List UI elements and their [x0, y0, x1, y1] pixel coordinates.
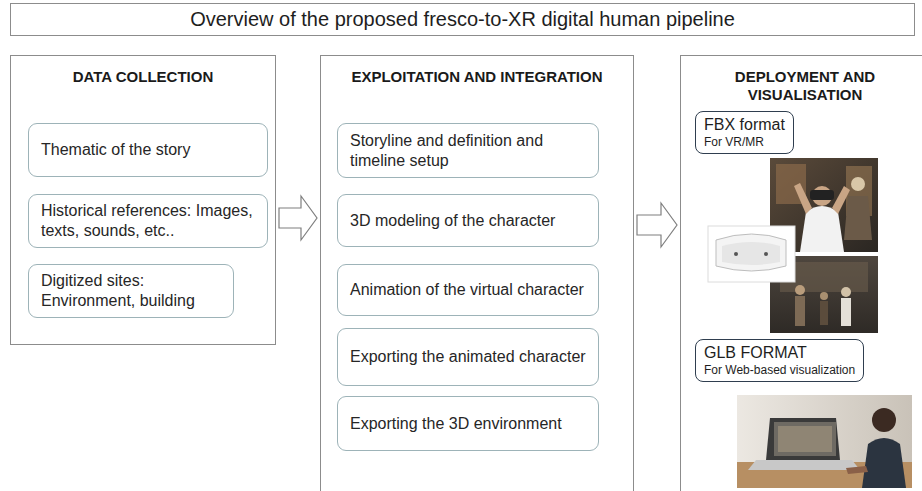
- diagram-title: Overview of the proposed fresco-to-XR di…: [190, 8, 735, 31]
- format-name: GLB FORMAT: [704, 343, 855, 363]
- laptop-photo-part: [872, 408, 896, 432]
- flow-arrow: [637, 203, 677, 247]
- vr-headset-part: [708, 226, 795, 282]
- gallery-photo-part: [841, 298, 851, 326]
- step-label: Historical references: Images, texts, so…: [41, 201, 255, 241]
- stage-panel: DEPLOYMENT AND VISUALISATIONFBX formatFo…: [680, 55, 922, 491]
- stage-heading: EXPLOITATION AND INTEGRATION: [327, 68, 627, 86]
- step-label: Thematic of the story: [41, 140, 255, 160]
- title-box: Overview of the proposed fresco-to-XR di…: [10, 3, 915, 36]
- step-box: Historical references: Images, texts, so…: [28, 194, 268, 248]
- step-label: Storyline and definition and timeline se…: [350, 131, 586, 171]
- vr-headset-part: [716, 234, 786, 271]
- stage-heading: DEPLOYMENT AND VISUALISATION: [687, 68, 922, 104]
- laptop-photo-part: [737, 395, 912, 488]
- format-note: For Web-based visualization: [704, 363, 855, 378]
- vr-headset-part: [722, 242, 780, 265]
- vr-photo-part: [844, 196, 872, 240]
- step-box: Animation of the virtual character: [337, 264, 599, 316]
- step-label: Digitized sites: Environment, building: [41, 271, 221, 311]
- step-label: 3D modeling of the character: [350, 211, 586, 231]
- laptop-photo-part: [846, 466, 868, 474]
- step-box: Storyline and definition and timeline se…: [337, 123, 599, 178]
- stage-panel: DATA COLLECTION Thematic of the storyHist…: [10, 55, 276, 345]
- stage-panel: EXPLOITATION AND INTEGRATION Storyline an…: [320, 55, 634, 491]
- vr-headset: [708, 226, 795, 282]
- vr-photo-part: [832, 186, 850, 214]
- laptop-photo: [737, 395, 912, 488]
- step-label: Animation of the virtual character: [350, 280, 586, 300]
- laptop-photo-part: [748, 460, 860, 470]
- stage-heading: DATA COLLECTION: [17, 68, 269, 86]
- vr-photo-part: [810, 190, 834, 200]
- step-label: Exporting the 3D environment: [350, 414, 586, 434]
- step-label: Exporting the animated character: [350, 347, 586, 367]
- laptop-photo-part: [766, 418, 840, 460]
- gallery-photo-part: [820, 301, 828, 325]
- step-box: Thematic of the story: [28, 123, 268, 177]
- laptop-photo-part: [778, 426, 832, 452]
- step-box: Exporting the 3D environment: [337, 396, 599, 451]
- step-box: Exporting the animated character: [337, 328, 599, 386]
- gallery-photo-part: [795, 285, 805, 295]
- format-note: For VR/MR: [704, 135, 785, 150]
- laptop-photo-part: [862, 438, 906, 488]
- gallery-photo-part: [841, 287, 851, 297]
- format-name: FBX format: [704, 115, 785, 135]
- step-box: Digitized sites: Environment, building: [28, 264, 234, 318]
- vr-photo-part: [851, 177, 865, 191]
- vr-headset-part: [734, 252, 738, 256]
- gallery-photo-part: [820, 292, 828, 300]
- format-box: FBX formatFor VR/MR: [695, 111, 794, 154]
- vr-headset-part: [764, 252, 768, 256]
- gallery-photo-part: [795, 296, 805, 326]
- vr-photo-part: [794, 183, 812, 214]
- format-box: GLB FORMATFor Web-based visualization: [695, 339, 864, 382]
- flow-arrow: [279, 196, 317, 240]
- step-box: 3D modeling of the character: [337, 194, 599, 247]
- laptop-photo-part: [774, 422, 836, 456]
